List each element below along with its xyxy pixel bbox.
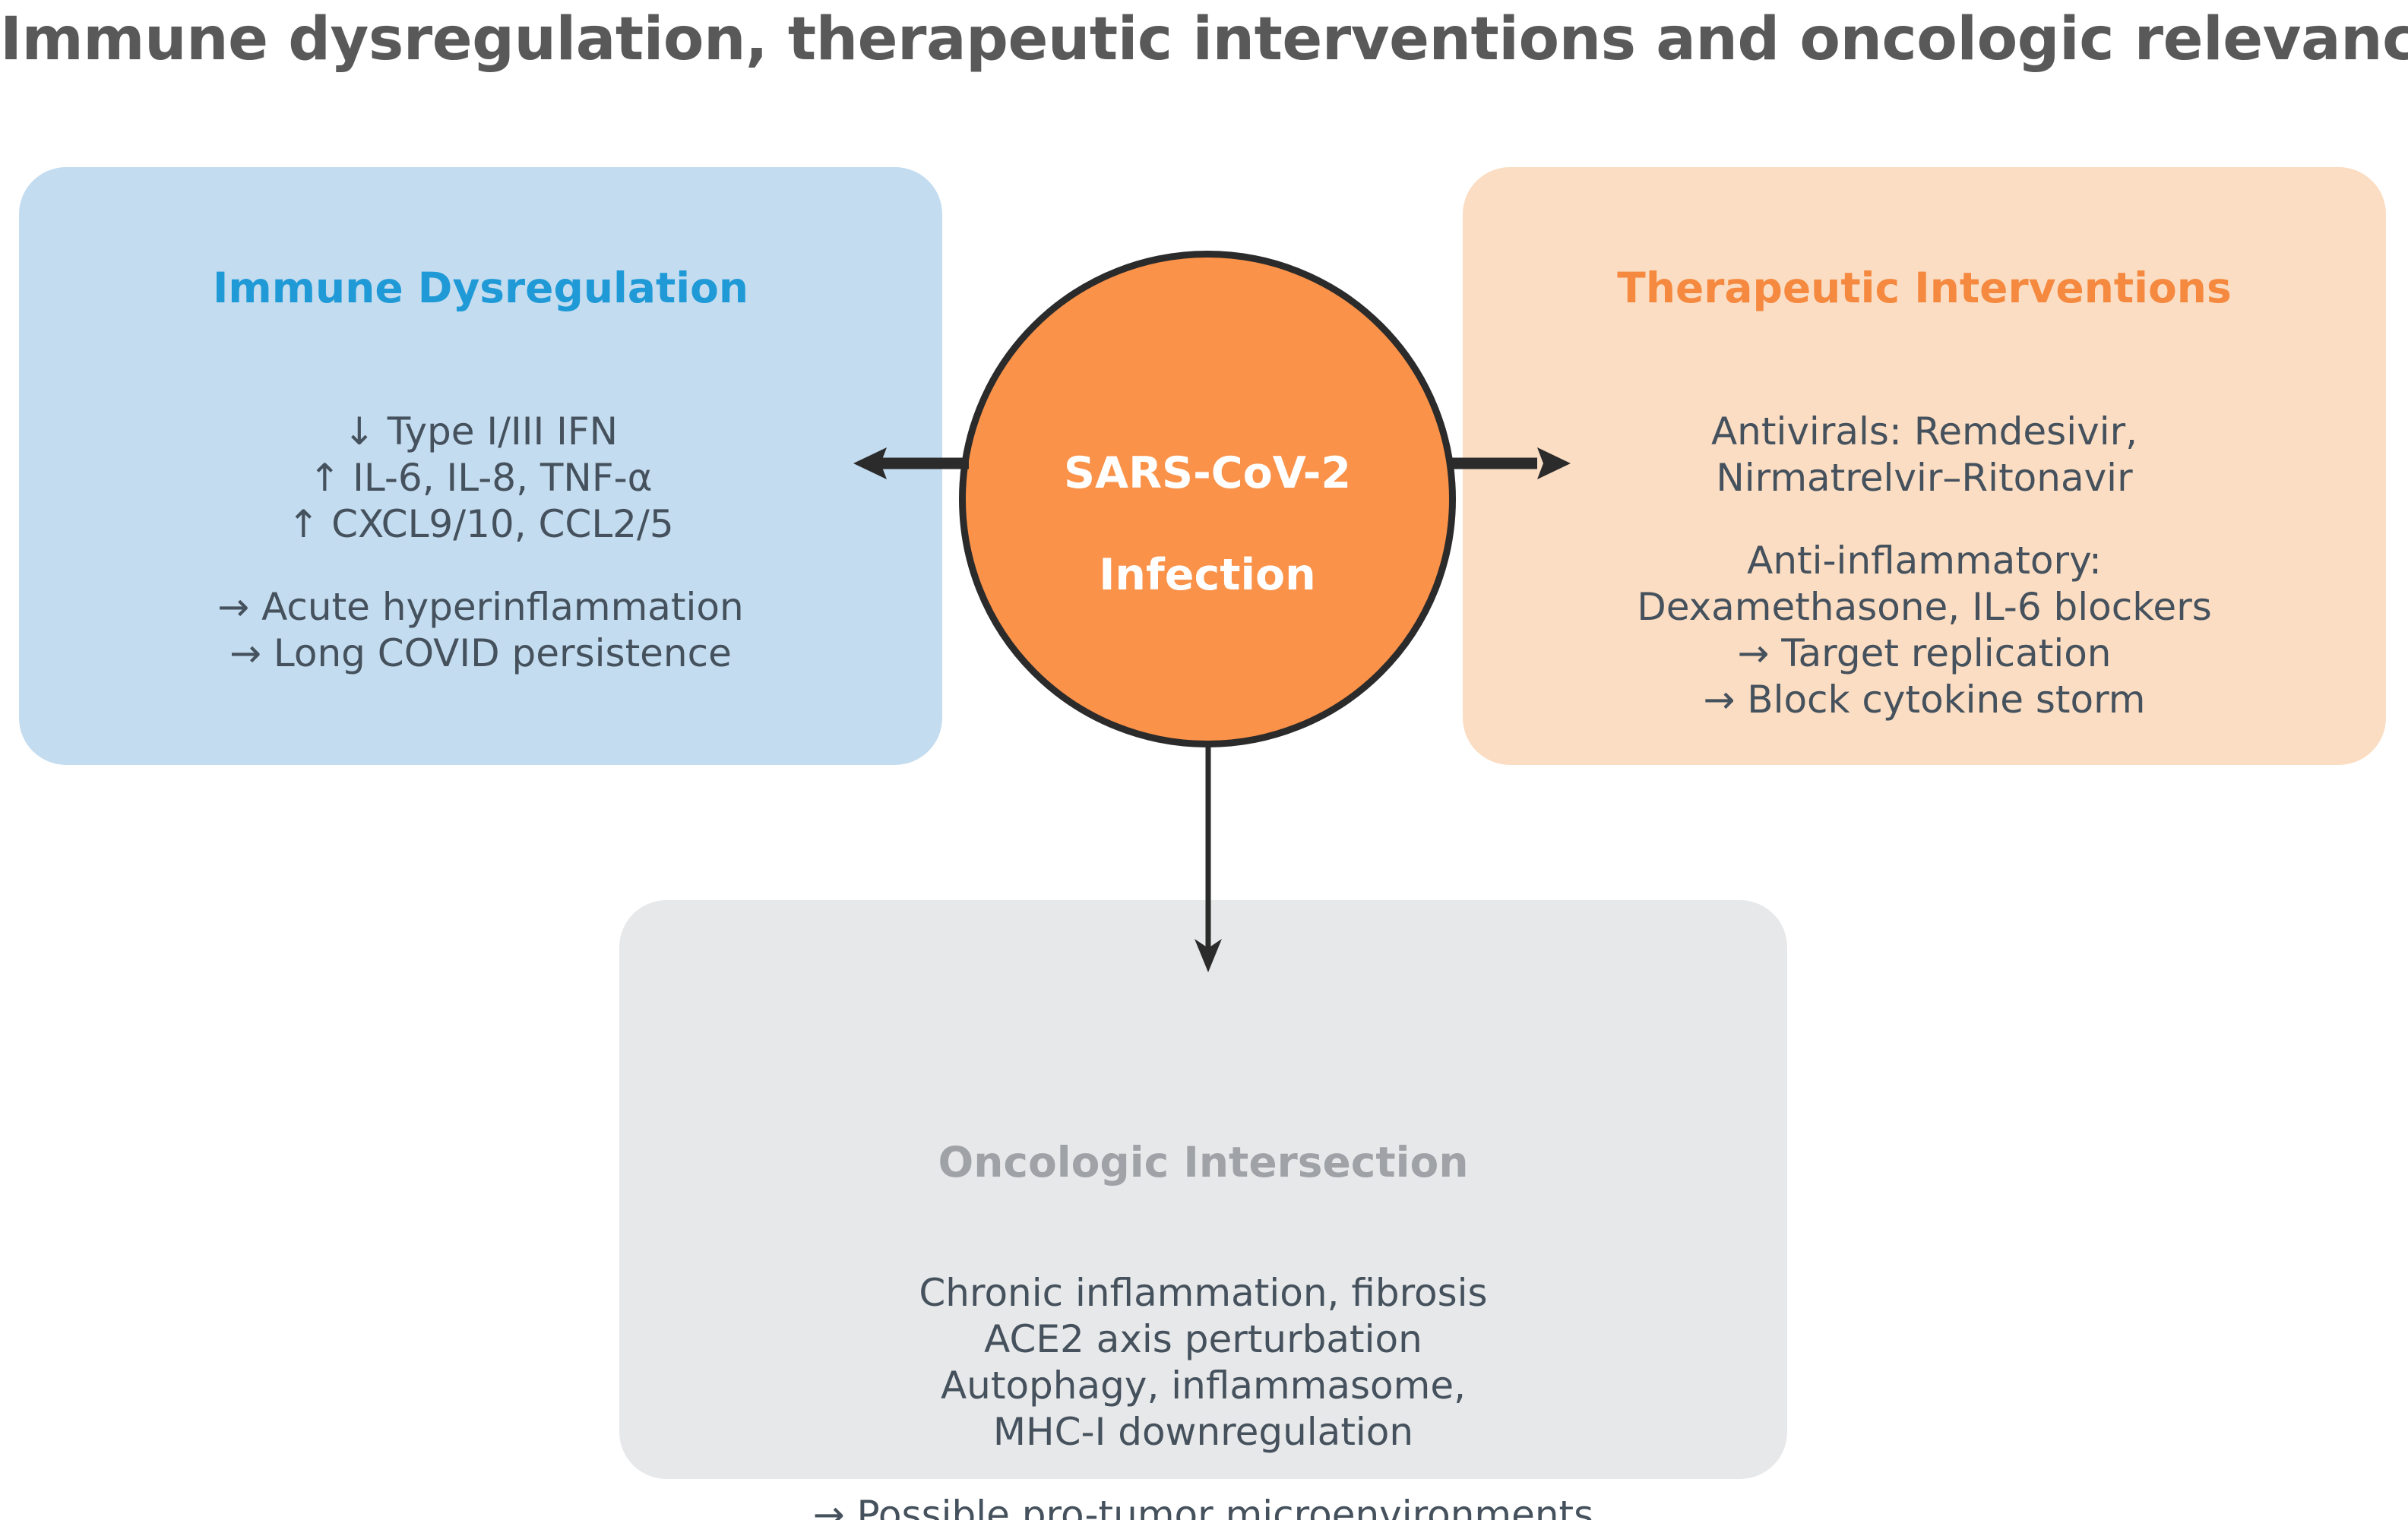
immune-line-2: ↑ IL-6, IL-8, TNF-α [309, 456, 653, 500]
oncologic-line-2: ACE2 axis perturbation [984, 1317, 1422, 1361]
therapeutic-line-1: Antivirals: Remdesivir, [1710, 409, 2138, 453]
oncologic-outcome-1: → Possible pro-tumor microenvironments [812, 1492, 1594, 1520]
oncologic-spacer-1 [619, 1455, 1787, 1492]
node-sars-cov-2-infection: SARS-CoV-2 Infection [959, 251, 1456, 747]
panel-oncologic-intersection: Oncologic Intersection Chronic inflammat… [619, 900, 1787, 1520]
panel-therapeutic-interventions: Therapeutic Interventions Antivirals: Re… [1463, 167, 2386, 765]
therapeutic-spacer [1463, 501, 2386, 538]
immune-line-1: ↓ Type I/III IFN [343, 409, 619, 453]
node-sars-label: SARS-CoV-2 Infection [1064, 397, 1351, 602]
immune-spacer [19, 548, 942, 584]
page-title: Immune dysregulation, therapeutic interv… [0, 5, 2408, 74]
panel-immune-dysregulation: Immune Dysregulation ↓ Type I/III IFN ↑ … [19, 167, 942, 765]
panel-oncologic-body: Chronic inflammation, fibrosis ACE2 axis… [619, 1270, 1787, 1520]
oncologic-line-4: MHC-I downregulation [992, 1410, 1414, 1454]
therapeutic-outcome-3: → Target replication [1737, 630, 2112, 675]
node-sars-label-line-2: Infection [1099, 550, 1316, 601]
immune-line-3: ↑ CXCL9/10, CCL2/5 [287, 502, 674, 546]
immune-outcome-1: → Acute hyperinflammation [217, 584, 744, 629]
panel-therapeutic-body: Antivirals: Remdesivir, Nirmatrelvir–Rit… [1463, 409, 2386, 723]
oncologic-line-3: Autophagy, inflammasome, [940, 1364, 1467, 1408]
panel-immune-heading: Immune Dysregulation [212, 264, 749, 312]
therapeutic-outcome-1: Anti-inflammatory: [1747, 538, 2102, 583]
panel-immune-body: ↓ Type I/III IFN ↑ IL-6, IL-8, TNF-α ↑ C… [19, 409, 942, 677]
panel-therapeutic-heading: Therapeutic Interventions [1617, 264, 2232, 312]
immune-outcome-2: → Long COVID persistence [229, 630, 732, 675]
therapeutic-line-2: Nirmatrelvir–Ritonavir [1716, 456, 2133, 500]
panel-oncologic-heading: Oncologic Intersection [938, 1138, 1469, 1187]
oncologic-line-1: Chronic inflammation, fibrosis [919, 1271, 1488, 1315]
therapeutic-outcome-2: Dexamethasone, IL-6 blockers [1637, 584, 2212, 629]
node-sars-label-line-1: SARS-CoV-2 [1063, 447, 1352, 498]
therapeutic-outcome-4: → Block cytokine storm [1703, 677, 2146, 722]
